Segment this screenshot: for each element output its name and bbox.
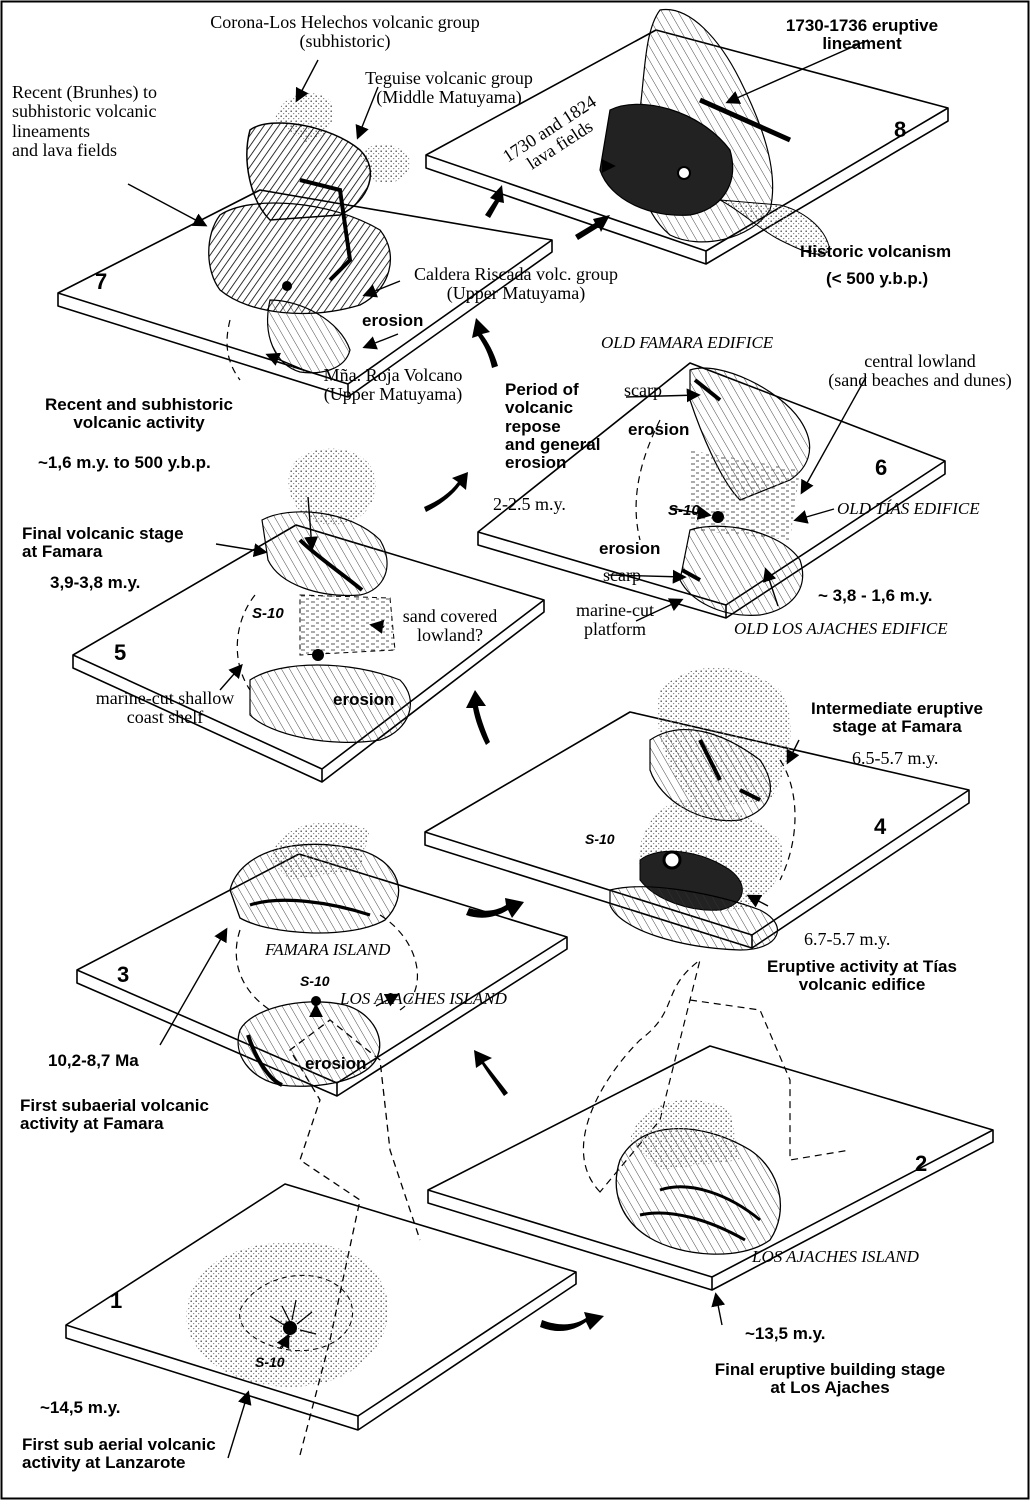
stage-5-number: 5 <box>114 640 127 665</box>
stage3-art <box>229 822 418 1087</box>
stage7-art <box>208 92 411 381</box>
repose-age: 2-2.5 m.y. <box>493 494 566 514</box>
stage-8-lineament-label: 1730-1736 eruptive lineament <box>785 16 939 54</box>
stage-6-lowland-label: central lowland (sand beaches and dunes) <box>828 351 1012 391</box>
stage4-art <box>609 667 796 951</box>
stage-6-famara-edifice-label: OLD FAMARA EDIFICE <box>601 333 774 352</box>
stage2-art <box>582 958 851 1255</box>
stage-5-caption: Final volcanic stage at Famara <box>22 524 184 562</box>
stage-3-number: 3 <box>117 962 130 987</box>
sequence-arrows <box>424 185 610 1332</box>
stage-3-caption: First subaerial volcanic activity at Fam… <box>20 1096 209 1134</box>
stage5-art <box>236 448 411 743</box>
stage-3-ajaches-island-label: LOS AJACHES ISLAND <box>340 989 507 1008</box>
stage-7-riscada-label: Caldera Riscada volc. group (Upper Matuy… <box>414 264 618 304</box>
stage-5-well-label: S-10 <box>252 605 284 622</box>
stage-5-lowland-label: sand covered lowland? <box>402 606 498 646</box>
stage-2-number: 2 <box>915 1151 928 1176</box>
stage-1-age: ~14,5 m.y. <box>40 1398 121 1417</box>
stage-8-age: (< 500 y.b.p.) <box>826 269 929 288</box>
stage-6-well-label: S-10 <box>668 502 700 519</box>
stage-6-age: ~ 3,8 - 1,6 m.y. <box>818 586 933 605</box>
stage-5-shelf-label: marine-cut shallow coast shelf <box>95 688 235 728</box>
stage-1-number: 1 <box>110 1288 123 1313</box>
stage-6-tias-edifice-label: OLD TÍAS EDIFICE <box>837 499 980 518</box>
repose-label: Period of volcanic repose and general er… <box>505 380 601 473</box>
stage-1-caption: First sub aerial volcanic activity at La… <box>22 1435 216 1473</box>
stage-7-teguise-label: Teguise volcanic group (Middle Matuyama) <box>365 68 533 108</box>
stage-3-age: 10,2-8,7 Ma <box>48 1051 139 1070</box>
stage-6-ajaches-edifice-label: OLD LOS AJACHES EDIFICE <box>734 619 948 638</box>
stage-4-number: 4 <box>874 814 887 839</box>
stage-6-scarp-label-bottom: scarp <box>603 565 641 585</box>
stage-4-age-famara: 6.5-5.7 m.y. <box>852 748 939 768</box>
stage6-art <box>635 367 811 616</box>
stage-4-well-label: S-10 <box>585 831 615 847</box>
stage-3-well-label: S-10 <box>300 973 330 989</box>
stage-2-island-label: LOS AJACHES ISLAND <box>752 1247 919 1266</box>
stage-7-age: ~1,6 m.y. to 500 y.b.p. <box>38 453 211 472</box>
stage-7-corona-label: Corona-Los Helechos volcanic group (subh… <box>210 12 480 52</box>
stage-4-age-tias: 6.7-5.7 m.y. <box>804 929 891 949</box>
stage-7-roja-label: Mña. Roja Volcano (Upper Matuyama) <box>323 365 463 405</box>
stage-8-caption: Historic volcanism <box>800 242 952 261</box>
leader-lines <box>127 39 869 1459</box>
stage-5-erosion-label: erosion <box>333 690 395 709</box>
stage-2-age: ~13,5 m.y. <box>745 1324 826 1343</box>
stage-3-famara-island-label: FAMARA ISLAND <box>265 940 391 959</box>
stage-6-erosion-label-top: erosion <box>628 420 690 439</box>
stage-6-erosion-label-bottom: erosion <box>599 539 661 558</box>
stage-8-number: 8 <box>894 117 907 142</box>
stage-5-age: 3,9-3,8 m.y. <box>50 573 141 592</box>
stage-6-number: 6 <box>875 455 888 480</box>
stage-7-number: 7 <box>95 269 108 294</box>
stage-1-well-label: S-10 <box>255 1354 285 1370</box>
stage-2-caption: Final eruptive building stage at Los Aja… <box>714 1360 946 1398</box>
stage-3-erosion-label: erosion <box>305 1054 367 1073</box>
stage8-art <box>599 8 831 255</box>
stage-7-caption: Recent and subhistoric volcanic activity <box>45 395 233 433</box>
stage-7-erosion-label: erosion <box>362 311 424 330</box>
stage-4-caption-famara: Intermediate eruptive stage at Famara <box>811 699 983 737</box>
stage-6-scarp-label-top: scarp <box>624 380 662 400</box>
stage-4-caption-tias: Eruptive activity at Tías volcanic edifi… <box>767 957 957 995</box>
stage-7-lineaments-label: Recent (Brunhes) to subhistoric volcanic… <box>12 82 157 161</box>
stage-6-platform-label: marine-cut platform <box>576 600 654 640</box>
